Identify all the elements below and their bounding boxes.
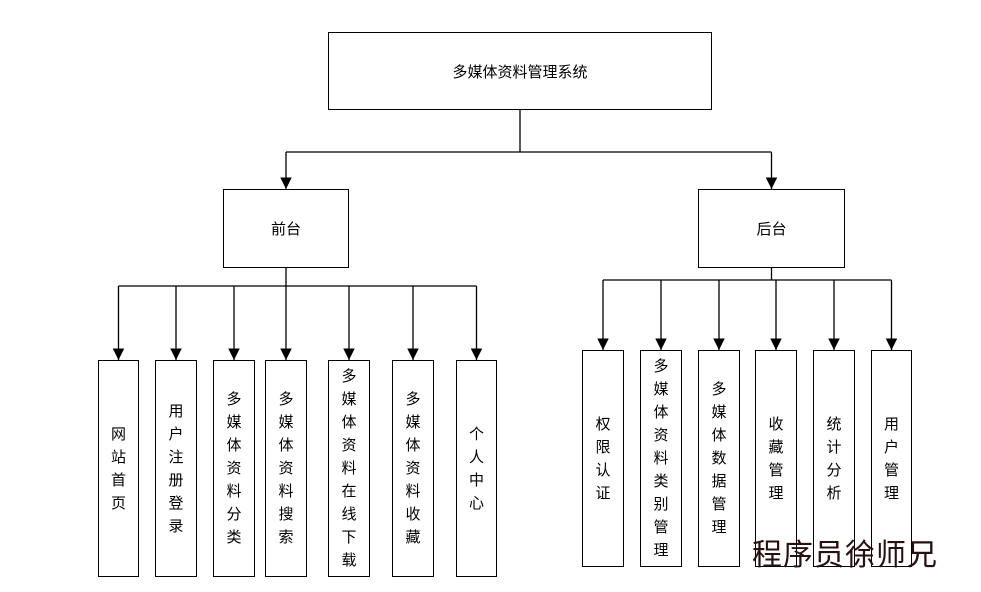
leaf-label: 多媒体资料在线下载: [341, 367, 357, 569]
leaf-node: 多媒体数据管理: [698, 350, 740, 567]
leaf-node: 用户管理: [871, 350, 912, 567]
leaf-label: 多媒体资料搜索: [278, 390, 294, 546]
leaf-node: 多媒体资料分类: [213, 360, 255, 577]
branch-node-backend: 后台: [698, 189, 845, 268]
leaf-node: 多媒体资料类别管理: [640, 350, 682, 567]
leaf-label: 收藏管理: [768, 414, 784, 502]
leaf-node: 多媒体资料在线下载: [328, 360, 370, 577]
leaf-node: 收藏管理: [755, 350, 797, 567]
leaf-node: 用户注册登录: [155, 360, 197, 577]
leaf-label: 多媒体资料类别管理: [653, 357, 669, 559]
branch-label: 前台: [270, 220, 301, 238]
leaf-node: 统计分析: [813, 350, 855, 567]
leaf-label: 权限认证: [595, 414, 611, 502]
root-label: 多媒体资料管理系统: [452, 62, 588, 81]
leaf-label: 用户注册登录: [168, 401, 184, 535]
branch-label: 后台: [756, 220, 787, 238]
root-node: 多媒体资料管理系统: [328, 32, 712, 110]
leaf-label: 统计分析: [826, 414, 842, 502]
leaf-label: 个人中心: [468, 424, 484, 512]
leaf-node: 权限认证: [582, 350, 624, 567]
leaf-node: 网站首页: [98, 360, 139, 577]
leaf-node: 个人中心: [456, 360, 497, 577]
leaf-node: 多媒体资料搜索: [265, 360, 307, 577]
leaf-label: 多媒体资料分类: [226, 390, 242, 546]
watermark-text: 程序员徐师兄: [752, 538, 938, 573]
branch-node-frontend: 前台: [223, 189, 349, 268]
leaf-label: 网站首页: [110, 424, 126, 512]
leaf-label: 多媒体数据管理: [711, 380, 727, 536]
leaf-node: 多媒体资料收藏: [392, 360, 434, 577]
leaf-label: 多媒体资料收藏: [405, 390, 421, 546]
leaf-label: 用户管理: [883, 414, 899, 502]
